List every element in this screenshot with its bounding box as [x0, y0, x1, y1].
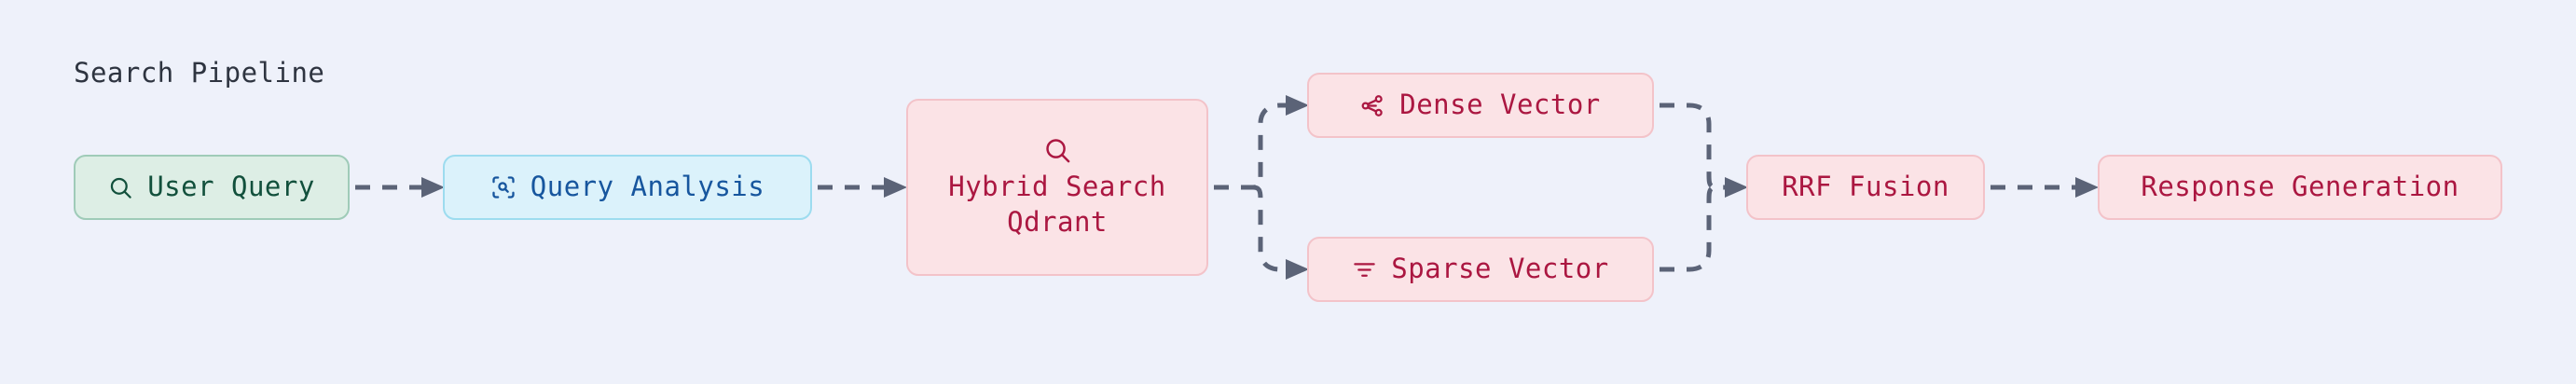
- node-label: Hybrid Search: [948, 171, 1166, 203]
- scan-search-icon: [490, 174, 517, 200]
- edge-query-analysis-to-hybrid-search: [818, 177, 907, 198]
- node-label: User Query: [147, 171, 315, 203]
- edge-rrf-fusion-to-response-generation: [1991, 177, 2099, 198]
- node-label: Dense Vector: [1399, 89, 1601, 121]
- node-label-group: Hybrid Search Qdrant: [948, 171, 1165, 239]
- node-query-analysis[interactable]: Query Analysis: [443, 155, 812, 220]
- node-dense-vector[interactable]: Dense Vector: [1307, 73, 1654, 138]
- node-label: RRF Fusion: [1782, 171, 1949, 203]
- node-rrf-fusion[interactable]: RRF Fusion: [1746, 155, 1985, 220]
- edge-dense-vector-to-rrf-fusion: [1660, 103, 1748, 198]
- edge-user-query-to-query-analysis: [355, 177, 445, 198]
- filter-icon: [1352, 257, 1377, 282]
- search-icon: [1043, 136, 1072, 165]
- node-response-generation[interactable]: Response Generation: [2098, 155, 2502, 220]
- page-title: Search Pipeline: [74, 57, 325, 89]
- search-icon: [108, 175, 133, 200]
- edge-hybrid-search-to-sparse-vector: [1252, 185, 1309, 280]
- node-sparse-vector[interactable]: Sparse Vector: [1307, 237, 1654, 302]
- edge-sparse-vector-to-rrf-fusion: [1660, 185, 1717, 272]
- node-sublabel: Qdrant: [1007, 205, 1108, 238]
- node-user-query[interactable]: User Query: [74, 155, 350, 220]
- node-hybrid-search[interactable]: Hybrid Search Qdrant: [906, 99, 1208, 276]
- node-label: Response Generation: [2141, 171, 2459, 203]
- node-label: Sparse Vector: [1391, 253, 1609, 285]
- edge-hybrid-search-to-dense-vector: [1214, 95, 1309, 190]
- node-label: Query Analysis: [530, 171, 765, 203]
- network-share-icon: [1360, 93, 1385, 118]
